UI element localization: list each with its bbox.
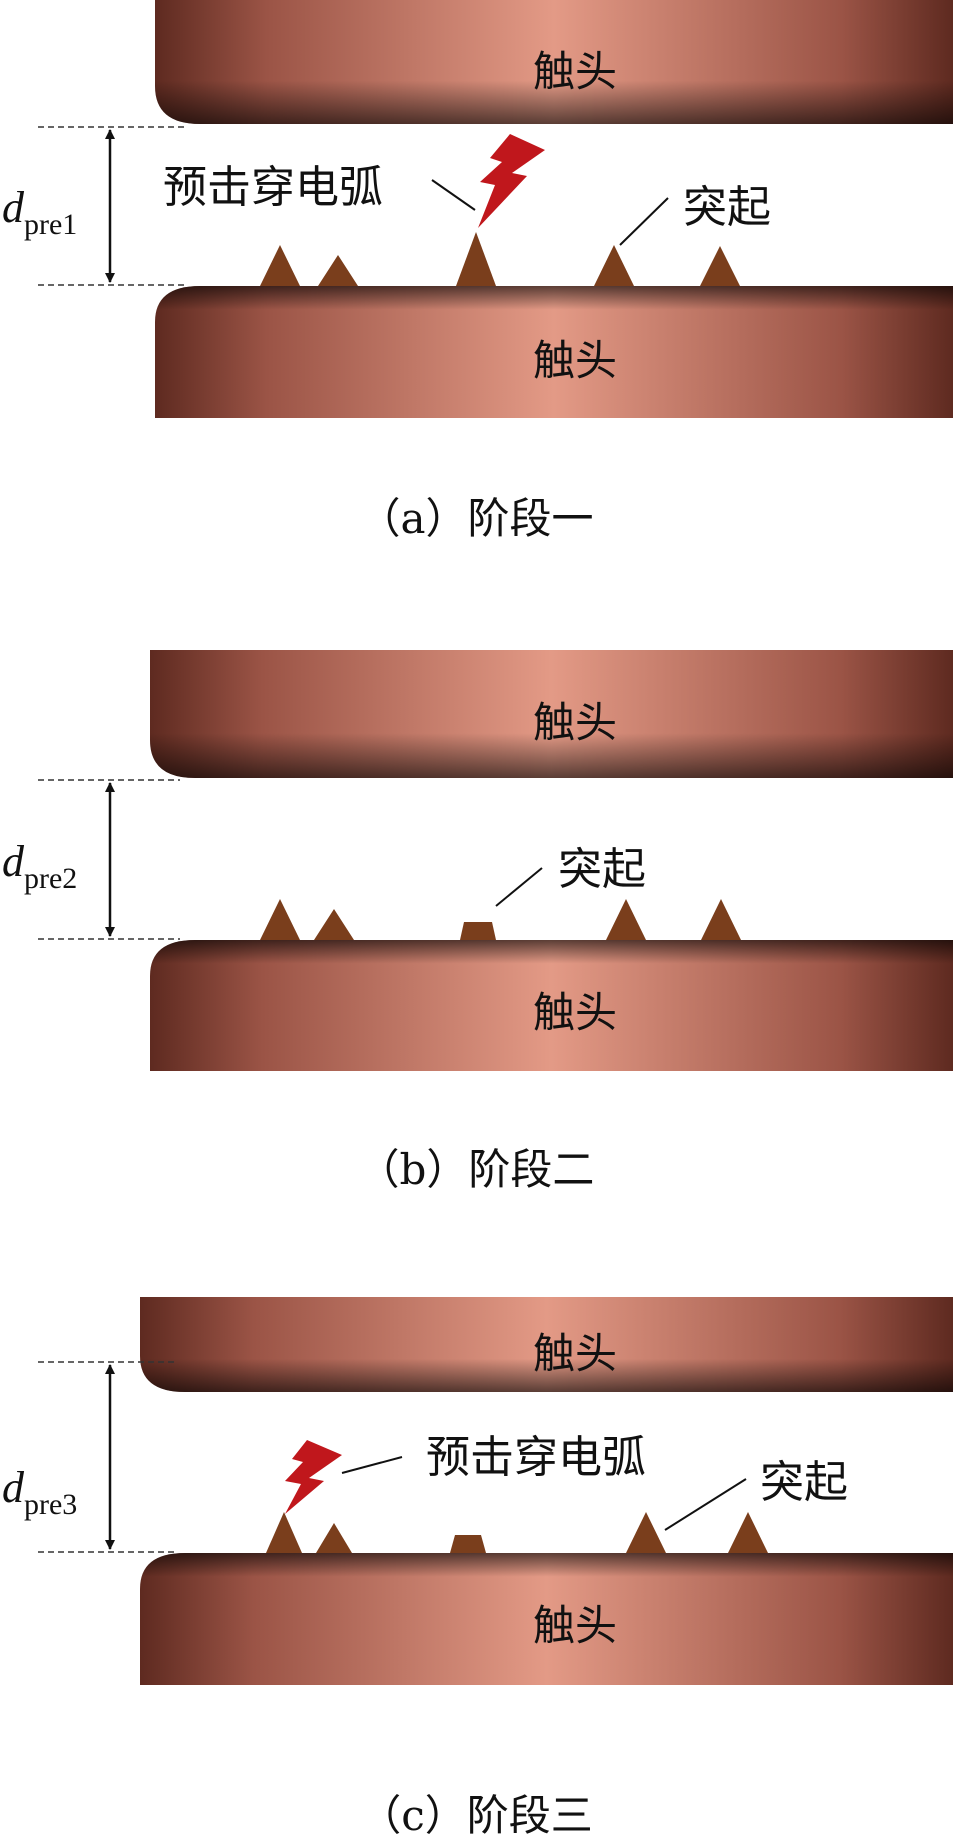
gap-distance-label: dpre2 xyxy=(2,837,77,895)
protrusion xyxy=(626,1512,666,1553)
protrusion xyxy=(606,899,646,940)
protrusion xyxy=(594,245,634,286)
pre-breakdown-arc-icon xyxy=(478,134,545,228)
panel-caption: （b）阶段二 xyxy=(358,1145,595,1194)
lower-contact: 触头 xyxy=(155,286,953,418)
upper-contact: 触头 xyxy=(155,0,953,124)
protrusion xyxy=(314,909,354,940)
contact-label: 触头 xyxy=(533,1601,617,1650)
protrusion xyxy=(266,1512,302,1553)
protrusions xyxy=(266,1512,768,1553)
protrusion-worn xyxy=(460,922,496,940)
upper-contact: 触头 xyxy=(150,650,953,778)
pre-breakdown-arc-icon xyxy=(285,1440,342,1514)
protrusion-leader-line xyxy=(664,1478,747,1531)
protrusion-label: 突起 xyxy=(558,844,646,895)
protrusion xyxy=(728,1512,768,1553)
gap-distance-label: dpre3 xyxy=(2,1463,77,1521)
arc-label: 预击穿电弧 xyxy=(163,162,383,213)
protrusion-leader-line xyxy=(619,197,669,246)
protrusion xyxy=(701,899,741,940)
panel-b: 触头 触头 dpre2 突起 （b）阶段二 xyxy=(2,650,953,1194)
protrusion xyxy=(260,245,300,286)
protrusion xyxy=(260,899,300,940)
upper-contact: 触头 xyxy=(140,1297,953,1392)
protrusion-label: 突起 xyxy=(683,182,771,233)
protrusion-label: 突起 xyxy=(760,1457,848,1508)
contact-label: 触头 xyxy=(533,698,617,747)
arc-leader-line xyxy=(341,1456,403,1474)
lower-contact: 触头 xyxy=(140,1553,953,1685)
protrusions xyxy=(260,232,740,286)
panel-a: 触头 触头 dpre1 预击穿电弧 突起 （a）阶段一 xyxy=(2,0,953,543)
panel-caption: （c）阶段三 xyxy=(359,1791,593,1840)
lower-contact: 触头 xyxy=(150,940,953,1071)
protrusion xyxy=(700,246,740,286)
panel-c: 触头 触头 dpre3 预击穿电弧 突起 （c）阶段三 xyxy=(2,1297,953,1840)
protrusions xyxy=(260,899,741,940)
protrusion-worn xyxy=(450,1535,486,1553)
protrusion xyxy=(316,1523,352,1553)
contact-label: 触头 xyxy=(533,47,617,96)
arc-leader-line xyxy=(431,179,476,211)
contact-label: 触头 xyxy=(533,1329,617,1378)
protrusion-leader-line xyxy=(495,867,543,907)
gap-distance-label: dpre1 xyxy=(2,183,77,241)
contact-label: 触头 xyxy=(533,336,617,385)
protrusion xyxy=(456,232,496,286)
arc-label: 预击穿电弧 xyxy=(426,1432,646,1483)
contact-label: 触头 xyxy=(533,988,617,1037)
protrusion xyxy=(318,255,358,286)
panel-caption: （a）阶段一 xyxy=(358,494,593,543)
